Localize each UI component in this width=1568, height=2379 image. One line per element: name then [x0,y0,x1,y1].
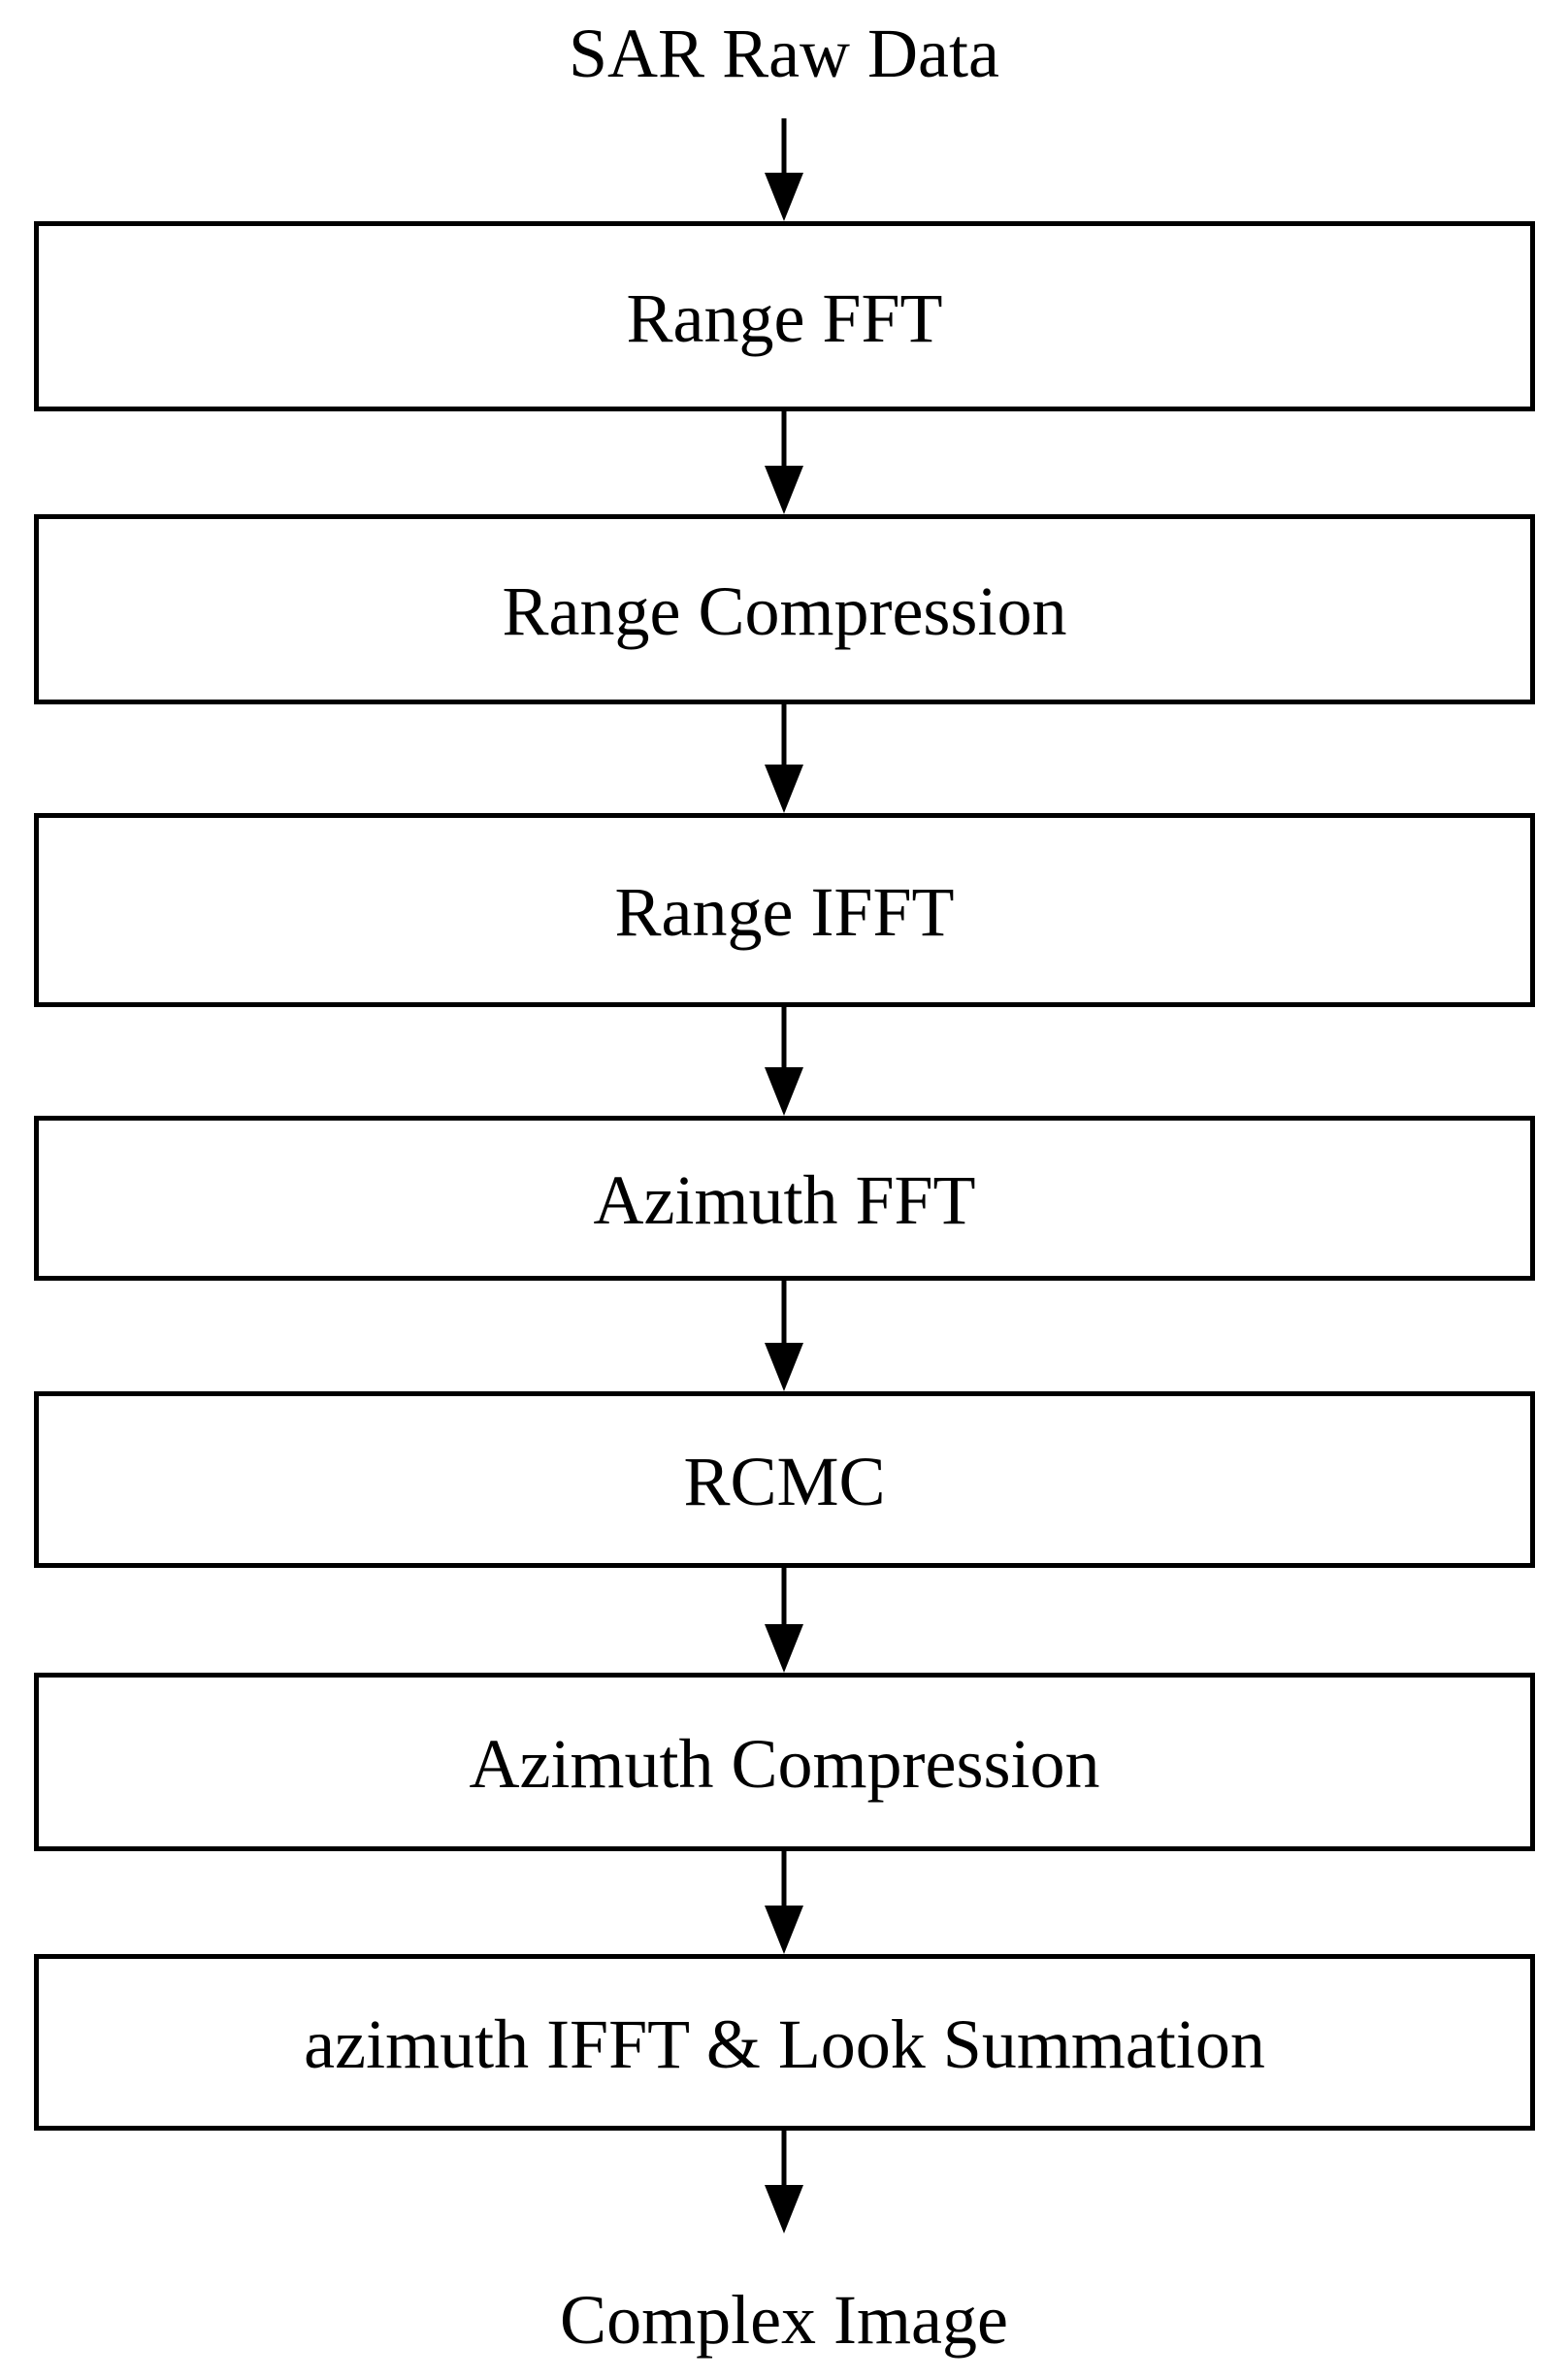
step-label: Range FFT [626,279,943,357]
arrow-azimuth-fft-to-rcmc [765,1281,803,1391]
step-azimuth-fft: Azimuth FFT [34,1116,1535,1281]
step-label: Azimuth Compression [469,1725,1100,1803]
step-label: Azimuth FFT [593,1161,976,1239]
arrow-range-compression-to-range-ifft [765,704,803,813]
arrow-range-fft-to-range-compression [765,411,803,514]
arrow-ifft-to-output [765,2131,803,2233]
step-label: Range Compression [502,572,1067,650]
step-label: RCMC [683,1443,886,1520]
output-label: Complex Image [560,2281,1008,2359]
input-label: SAR Raw Data [569,15,999,92]
arrow-range-ifft-to-azimuth-fft [765,1007,803,1116]
step-azimuth-compression: Azimuth Compression [34,1673,1535,1851]
step-range-fft: Range FFT [34,221,1535,411]
step-label: Range IFFT [614,873,955,951]
arrow-input-to-range-fft [765,118,803,221]
step-range-compression: Range Compression [34,514,1535,704]
arrow-azimuth-compression-to-ifft [765,1851,803,1954]
step-label: azimuth IFFT & Look Summation [304,2005,1265,2083]
step-azimuth-ifft-look-summation: azimuth IFFT & Look Summation [34,1954,1535,2131]
step-rcmc: RCMC [34,1391,1535,1568]
arrow-rcmc-to-azimuth-compression [765,1568,803,1673]
step-range-ifft: Range IFFT [34,813,1535,1007]
